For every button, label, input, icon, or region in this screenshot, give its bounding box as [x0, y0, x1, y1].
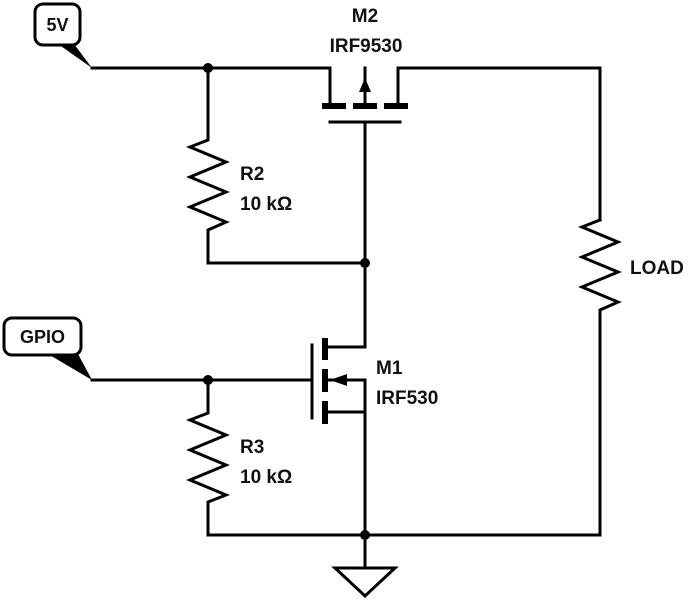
- wire-5v-rail: [90, 66, 602, 222]
- ground-symbol: [331, 533, 399, 599]
- m1-ref-label: M1: [376, 358, 403, 379]
- resistor-r2: [185, 66, 230, 265]
- resistor-r3: [185, 378, 231, 537]
- m2-ref-label: M2: [352, 6, 378, 27]
- mosfet-m1: [90, 338, 367, 537]
- net-label-gpio-text: GPIO: [20, 327, 65, 347]
- m2-part-label: IRF9530: [330, 36, 403, 57]
- mosfet-m2: [322, 66, 408, 265]
- net-label-5v-text: 5V: [46, 15, 68, 35]
- wire-m1-drain: [326, 261, 367, 349]
- r3-ref-label: R3: [240, 437, 264, 458]
- r2-ref-label: R2: [240, 164, 264, 185]
- load-label: LOAD: [630, 258, 684, 279]
- net-label-5v: 5V: [33, 2, 92, 68]
- resistor-load: [577, 218, 622, 537]
- r2-value-label: 10 kΩ: [240, 194, 292, 215]
- r3-value-label: 10 kΩ: [240, 467, 292, 488]
- m1-part-label: IRF530: [376, 388, 438, 409]
- net-label-gpio: GPIO: [2, 316, 92, 380]
